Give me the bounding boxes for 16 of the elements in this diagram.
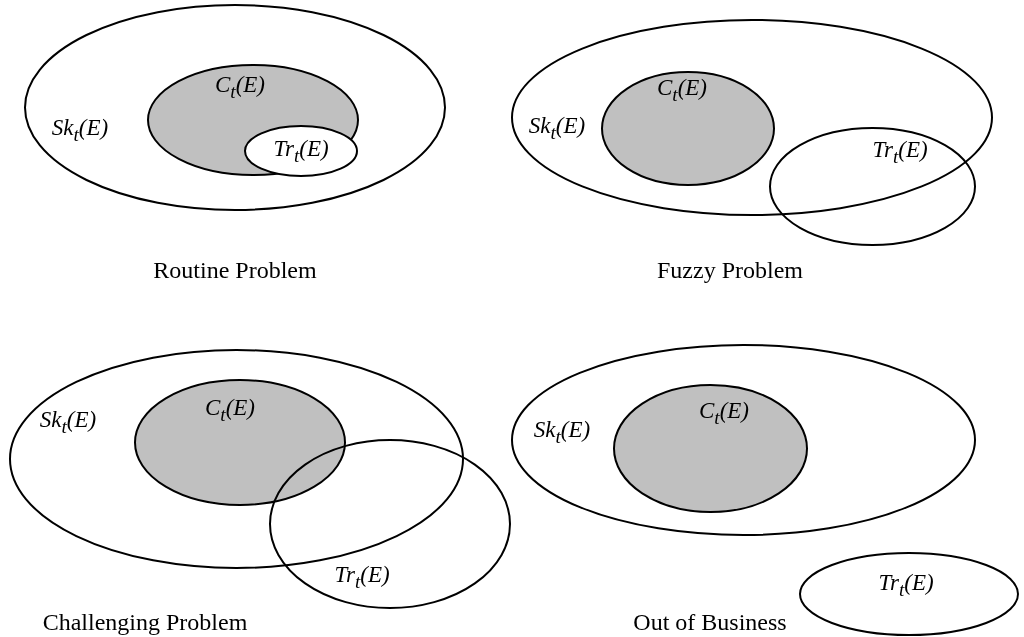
set-label: C$_{t}$(E) (657, 76, 707, 104)
set-label: C$_{t}$(E) (215, 73, 265, 101)
panel-caption: Out of Business (633, 608, 787, 636)
set-label: Sk$_{t}$(E) (528, 114, 586, 142)
set-label: Tr$_{t}$(E) (872, 138, 928, 166)
set-label: C$_{t}$(E) (205, 396, 255, 424)
panel-caption: Routine Problem (153, 256, 317, 284)
panel-caption: Challenging Problem (42, 608, 248, 636)
panel-caption: Fuzzy Problem (657, 256, 803, 284)
set-label: C$_{t}$(E) (699, 399, 749, 427)
set-label: Sk$_{t}$(E) (39, 408, 97, 436)
set-label: Tr$_{t}$(E) (878, 571, 934, 599)
set-label: Sk$_{t}$(E) (51, 116, 109, 144)
set-label: Tr$_{t}$(E) (334, 563, 390, 591)
set-label: Tr$_{t}$(E) (273, 137, 329, 165)
set-label: Sk$_{t}$(E) (533, 418, 591, 446)
